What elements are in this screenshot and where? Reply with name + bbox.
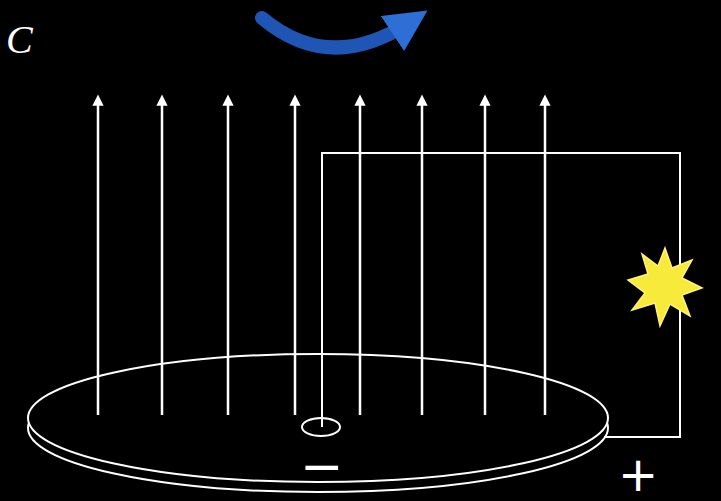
rotation-arrow	[262, 18, 410, 48]
field-symbol: C	[6, 20, 33, 60]
negative-terminal: −	[300, 440, 344, 492]
lamp-spark	[628, 248, 702, 326]
circuit-wire	[322, 153, 680, 437]
positive-terminal: +	[618, 450, 658, 498]
